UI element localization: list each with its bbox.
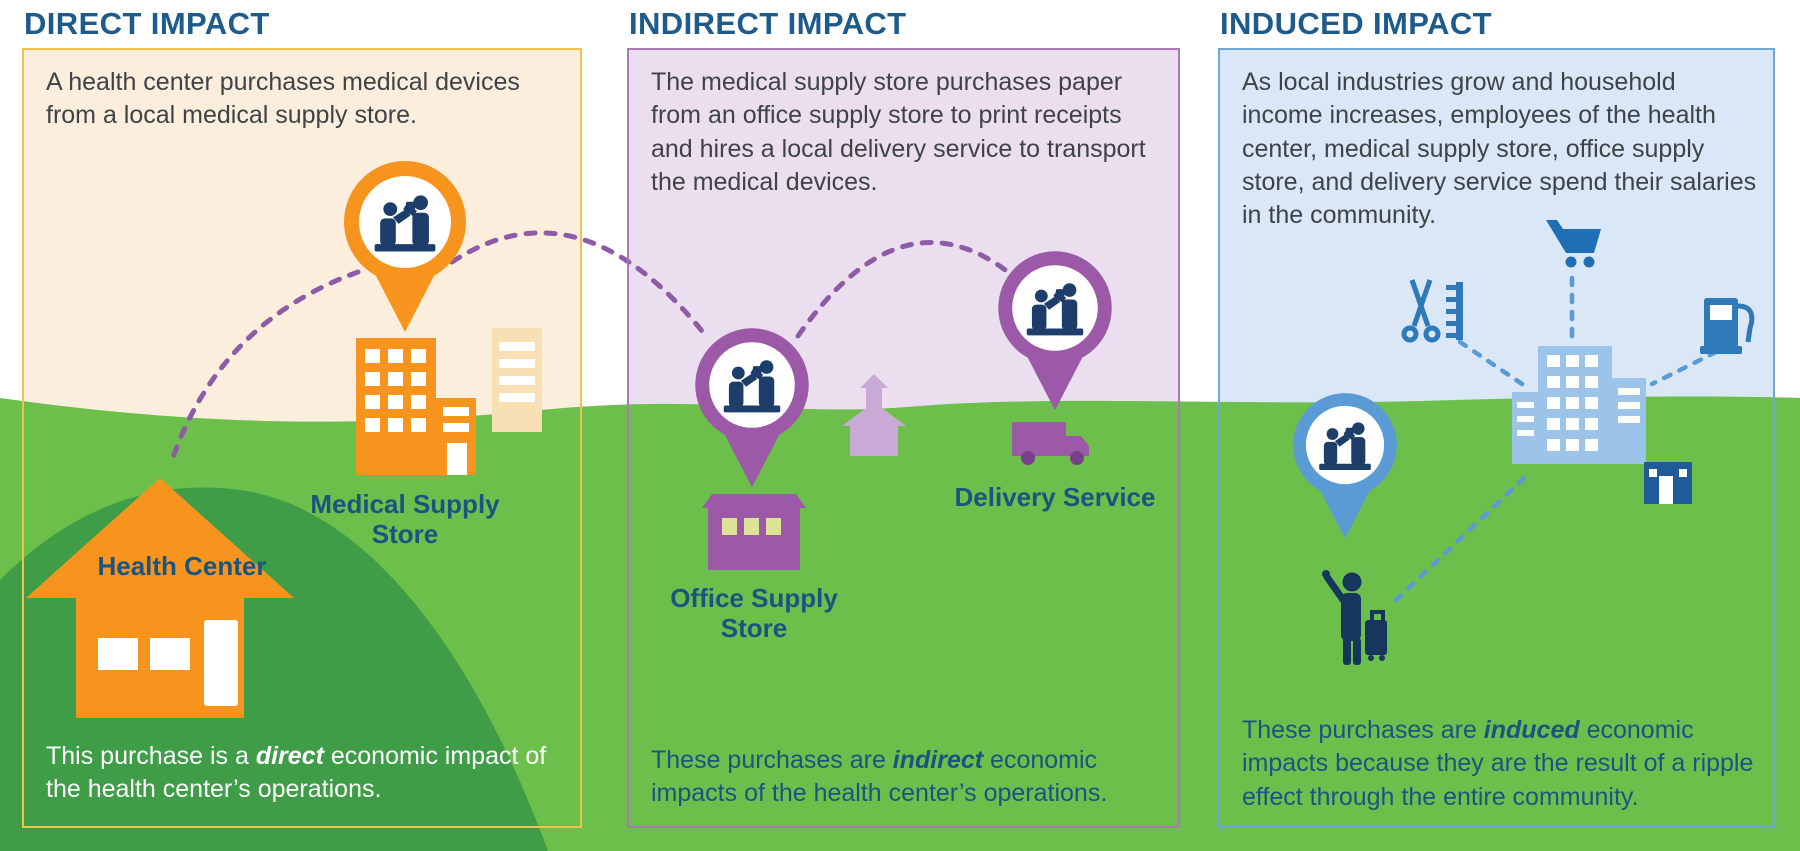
- indirect-description: The medical supply store purchases paper…: [651, 68, 1146, 196]
- induced-impact-title: INDUCED IMPACT: [1220, 6, 1492, 41]
- office-supply-store-label: Office Supply Store: [670, 583, 838, 643]
- direct-impact-title: DIRECT IMPACT: [24, 6, 270, 41]
- indirect-footer-post: economic impacts of the health center’s …: [651, 746, 1108, 808]
- office-supply-store-icon: [702, 494, 806, 570]
- connector-medical-to-office: [449, 230, 709, 339]
- connector-pin-to-health-center: [169, 269, 361, 463]
- traveler-icon: [1322, 570, 1387, 665]
- health-center-label: Health Center: [97, 551, 267, 581]
- connector-gas-to-buildings: [1649, 349, 1719, 387]
- connector-scissors-to-buildings: [1457, 339, 1531, 391]
- direct-footer-pre: This purchase is a: [46, 742, 256, 770]
- delivery-truck-icon: [1012, 422, 1089, 465]
- shopping-cart-icon: [1546, 220, 1601, 268]
- city-buildings-icon: [1512, 346, 1692, 504]
- medical-supply-store-icon: [356, 328, 542, 475]
- induced-description: As local industries grow and household i…: [1242, 68, 1757, 229]
- connector-buildings-to-traveler: [1393, 475, 1527, 603]
- indirect-footer-pre: These purchases are: [651, 746, 893, 774]
- induced-footer-post: economic impacts because they are the re…: [1242, 716, 1754, 811]
- induced-footer-pre: These purchases are: [1242, 716, 1484, 744]
- church-icon: [842, 374, 906, 456]
- medical-supply-store-label: Medical Supply Store: [310, 489, 500, 549]
- indirect-footer: These purchases are indirect economic im…: [651, 744, 1156, 811]
- delivery-service-label: Delivery Service: [954, 482, 1156, 512]
- scissors-comb-icon: [1401, 279, 1463, 343]
- induced-footer-emphasis: induced: [1483, 716, 1580, 744]
- direct-footer-post: economic impact of the health center’s o…: [46, 742, 547, 804]
- direct-description: A health center purchases medical device…: [46, 68, 520, 130]
- health-center-icon: [26, 478, 294, 718]
- delivery-transaction-pin-icon: [998, 251, 1111, 410]
- direct-footer: This purchase is a direct economic impac…: [46, 740, 551, 807]
- connector-office-to-delivery: [795, 240, 1011, 339]
- small-building-icon: [1644, 462, 1692, 504]
- gas-pump-icon: [1700, 298, 1755, 354]
- indirect-impact-title: INDIRECT IMPACT: [629, 6, 907, 41]
- direct-footer-emphasis: direct: [255, 742, 324, 770]
- indirect-footer-emphasis: indirect: [892, 746, 984, 774]
- direct-transaction-pin-icon: [344, 161, 466, 332]
- induced-footer: These purchases are induced economic imp…: [1242, 714, 1757, 814]
